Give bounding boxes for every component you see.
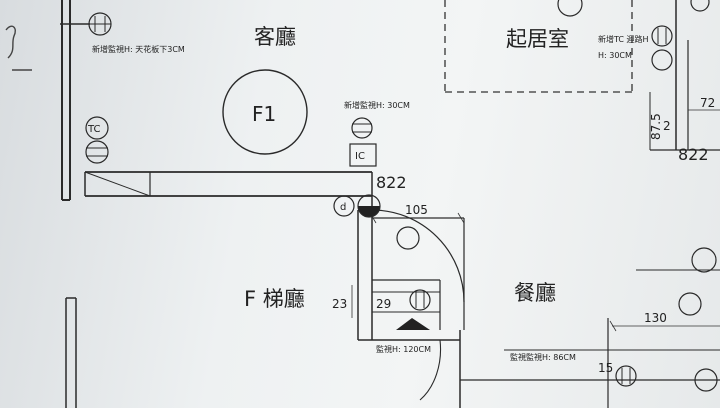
fixture-f1-label: F1 <box>252 102 276 126</box>
outlet-symbol-top-left <box>88 12 112 36</box>
note-bottom: 監視H: 120CM <box>376 344 431 354</box>
dim-29-label: 29 <box>376 297 391 311</box>
top-right-light-a <box>557 0 583 17</box>
ceiling-light-f1-symbol <box>222 69 308 155</box>
dim-87-5-label: 87.5 <box>649 113 663 140</box>
outlet-symbol-mid <box>351 117 373 139</box>
d-fixture-symbol <box>333 195 355 217</box>
dim-2-label: 2 <box>663 119 671 133</box>
note-mid: 新增監視H: 30CM <box>344 100 410 110</box>
ic-label: IC <box>355 151 365 162</box>
partition-wall <box>84 171 373 197</box>
right-wall <box>649 0 720 151</box>
room-label-stair: F 梯廳 <box>244 287 305 311</box>
d-fixture-label: d <box>340 202 346 213</box>
lower-door-swing-arc <box>419 339 442 401</box>
note-right-1: 新增TC 迴路H <box>598 34 649 44</box>
dim-72-label: 72 <box>700 96 715 110</box>
stair-block <box>357 196 465 408</box>
stair-outlet-symbol <box>409 289 431 311</box>
lower-right-walls <box>460 269 720 408</box>
dim-105-label: 105 <box>405 203 428 217</box>
note-bottom-right: 監視監視H: 86CM <box>510 352 576 362</box>
switch-symbol-mid: 822 <box>376 173 407 192</box>
half-filled-outlet-symbol <box>358 206 380 217</box>
ic-box <box>349 143 377 167</box>
bottom-outlet-symbol <box>615 365 637 387</box>
outlet-symbol-left <box>85 140 109 164</box>
half-outlet-ring <box>357 194 381 218</box>
switch-symbol-right: 822 <box>678 145 709 164</box>
room-label-family: 起居室 <box>506 27 569 51</box>
top-right-light-b <box>690 0 710 12</box>
dimension-130 <box>609 320 720 332</box>
margin-scribble <box>5 25 16 59</box>
left-wall <box>61 0 77 408</box>
tc-outlet-symbol-right <box>651 25 673 71</box>
far-right-outlet-symbol <box>691 247 717 273</box>
note-right-2: H: 30CM <box>598 51 632 60</box>
dim-23-label: 23 <box>332 297 347 311</box>
room-label-dining: 餐廳 <box>514 281 556 305</box>
note-ceiling: 新增監視H: 天花板下3CM <box>92 44 185 54</box>
room-label-living: 客廳 <box>254 25 296 49</box>
dining-outlet-symbol <box>396 226 420 250</box>
door-swing-arc <box>371 209 465 303</box>
right-outlet-symbol <box>678 292 702 316</box>
tc-left-label: TC <box>87 124 101 135</box>
tc-outlet-symbol-left <box>85 116 109 140</box>
family-room-outline <box>444 0 633 93</box>
dim-130-label: 130 <box>644 311 667 325</box>
stair-hatch <box>396 318 430 330</box>
dim-15-label: 15 <box>598 361 613 375</box>
bottom-right-outlet-symbol <box>694 368 718 392</box>
